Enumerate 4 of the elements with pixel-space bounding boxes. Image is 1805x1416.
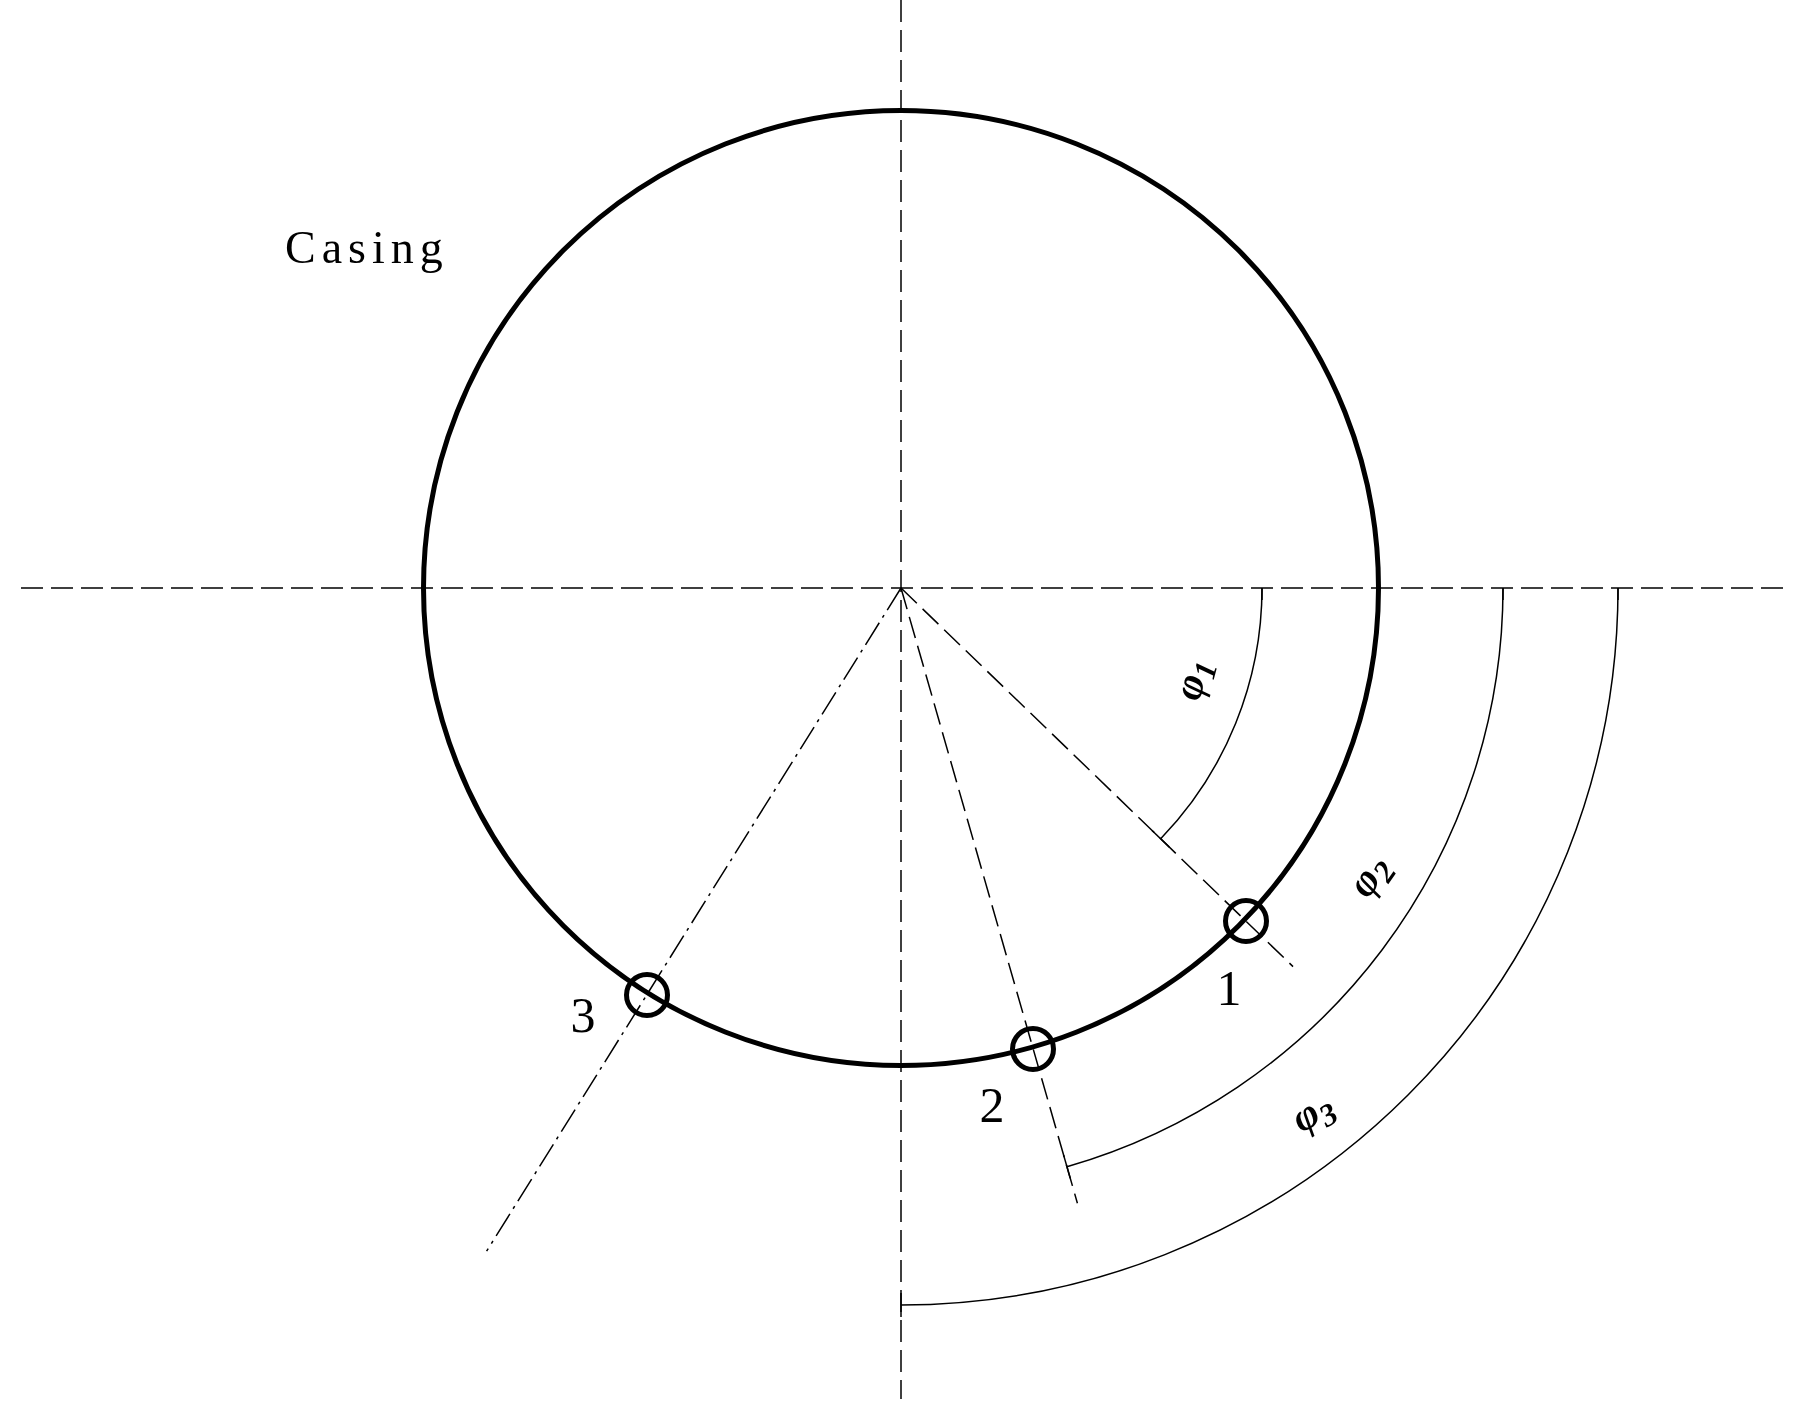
- sensor-number: 1: [1216, 963, 1242, 1013]
- part-label: Casing: [285, 225, 449, 271]
- sensor-number: 2: [979, 1080, 1005, 1130]
- sensor-number: 3: [570, 990, 596, 1040]
